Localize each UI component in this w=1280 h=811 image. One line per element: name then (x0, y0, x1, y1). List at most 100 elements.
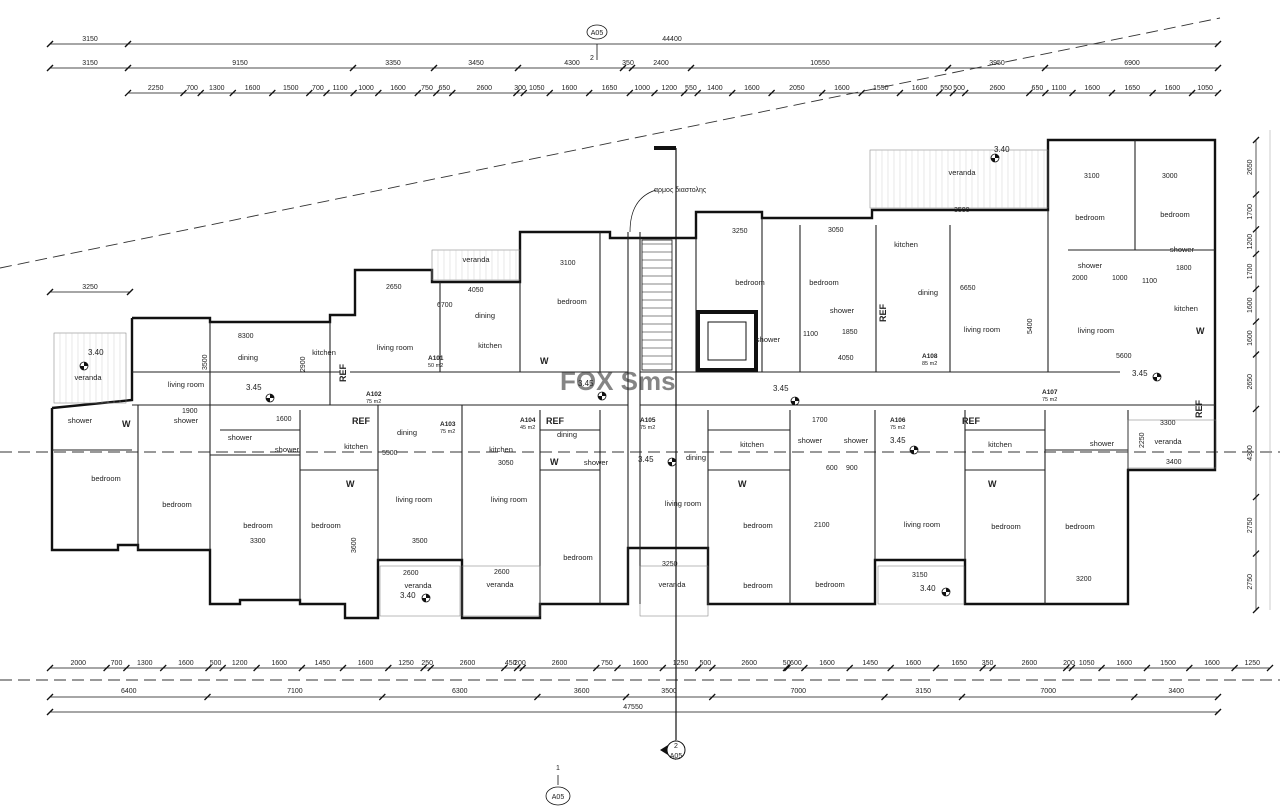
dim-label: 650 (438, 85, 450, 92)
w-marker: W (122, 419, 131, 429)
dim-label: 4300 (564, 60, 580, 67)
dim-label: 6650 (960, 285, 976, 292)
dim-label: 1450 (315, 660, 331, 667)
dim-label: 7000 (1040, 688, 1056, 695)
dim-label: 3150 (82, 36, 98, 43)
dim-label: 2600 (477, 85, 493, 92)
room-kitchen: kitchen (312, 348, 336, 357)
dim-label: 2600 (990, 85, 1006, 92)
ref-marker: REF (546, 416, 565, 426)
dim-label: 3450 (468, 60, 484, 67)
dim-label: 1600 (178, 660, 194, 667)
room-bedroom: bedroom (162, 500, 192, 509)
room-shower: shower (275, 445, 300, 454)
dim-label: 500 (699, 660, 711, 667)
left-dimension: 3250 (46, 284, 134, 296)
dim-label: 2250 (148, 85, 164, 92)
dim-label: 900 (846, 465, 858, 472)
ref-marker: REF (1194, 399, 1204, 418)
room-dining: dining (557, 430, 577, 439)
unit-id: A105 (640, 417, 656, 424)
room-shower: shower (830, 306, 855, 315)
dim-label: 3150 (915, 688, 931, 695)
dim-label: 500 (953, 85, 965, 92)
dim-label: 1500 (1160, 660, 1176, 667)
dim-label: 1300 (137, 660, 153, 667)
room-bedroom: bedroom (1160, 210, 1190, 219)
bottom-dimension-chains (46, 664, 1274, 716)
dim-label: 1400 (707, 85, 723, 92)
dim-label: 3200 (1076, 576, 1092, 583)
dim-label: 3500 (661, 688, 677, 695)
dim-label: 1700 (1247, 264, 1254, 280)
dim-label: 2600 (403, 570, 419, 577)
w-marker: W (540, 356, 549, 366)
dim-label: 1050 (1197, 85, 1213, 92)
ref-marker: REF (878, 303, 888, 322)
room-living: living room (964, 325, 1000, 334)
ref-marker: REF (338, 363, 348, 382)
section-marker-bottom: 1 A05 (545, 765, 571, 806)
dim-label: 350 (982, 660, 994, 667)
room-living: living room (491, 495, 527, 504)
dim-label: 700 (312, 85, 324, 92)
dim-label: 200 (1063, 660, 1075, 667)
room-bedroom: bedroom (743, 581, 773, 590)
dim-label: 450 (505, 660, 517, 667)
dim-label: 6700 (437, 302, 453, 309)
room-labels: veranda living room dining kitchen livin… (68, 168, 1198, 590)
room-bedroom: bedroom (563, 553, 593, 562)
dim-label: 1600 (819, 660, 835, 667)
dim-label: 10550 (810, 60, 830, 67)
dim-label: 550 (940, 85, 952, 92)
room-dining: dining (686, 453, 706, 462)
dim-label: 750 (421, 85, 433, 92)
room-veranda: veranda (74, 373, 102, 382)
room-dining: dining (918, 288, 938, 297)
dim-label: 2600 (460, 660, 476, 667)
dim-label: 1250 (398, 660, 414, 667)
room-bedroom: bedroom (743, 521, 773, 530)
dim-label: 2750 (1247, 517, 1254, 533)
dim-label: 3050 (828, 227, 844, 234)
top-dimension-labels: 3150 44400 3150 9150 3350 3450 4300 350 … (82, 36, 1140, 67)
w-marker: W (1196, 326, 1205, 336)
ref-marker: REF (352, 416, 371, 426)
dim-label: 2250 (1139, 432, 1146, 448)
unit-id: A102 (366, 391, 382, 398)
dim-label: 1600 (390, 85, 406, 92)
section-cut-line: 2 A05 αρμος διαστολης (629, 146, 707, 760)
room-bedroom: bedroom (557, 297, 587, 306)
level-value: 3.45 (1132, 369, 1148, 378)
dim-label: 3150 (82, 60, 98, 67)
unit-id: A104 (520, 417, 536, 424)
dim-label: 2600 (741, 660, 757, 667)
dim-label: 6400 (121, 688, 137, 695)
dim-label: 2100 (814, 522, 830, 529)
dim-label: 1100 (803, 331, 818, 338)
dim-label: 8300 (238, 333, 254, 340)
dim-label: 1600 (1247, 330, 1254, 346)
section-num: 2 (674, 743, 678, 750)
room-shower: shower (1078, 261, 1103, 270)
room-shower: shower (68, 416, 93, 425)
dim-label: 3500 (954, 207, 970, 214)
room-shower: shower (584, 458, 609, 467)
unit-area: 85 m2 (922, 361, 937, 367)
room-bedroom: bedroom (243, 521, 273, 530)
dim-label: 3300 (1160, 420, 1176, 427)
dim-label: 3600 (351, 537, 358, 553)
dim-label: 1200 (1247, 234, 1254, 250)
unit-area: 75 m2 (890, 425, 905, 431)
dim-label: 3500 (202, 354, 209, 370)
w-marker: W (346, 479, 355, 489)
dim-label: 1600 (1165, 85, 1181, 92)
dim-label: 2650 (1247, 374, 1254, 390)
dim-label: 1650 (1125, 85, 1141, 92)
dim-label: 1450 (862, 660, 878, 667)
dim-label: 3400 (1168, 688, 1184, 695)
dim-label: 350 (622, 60, 634, 67)
ref-marker: REF (962, 416, 981, 426)
dim-label: 1700 (1247, 204, 1254, 220)
dim-label: 1600 (906, 660, 922, 667)
